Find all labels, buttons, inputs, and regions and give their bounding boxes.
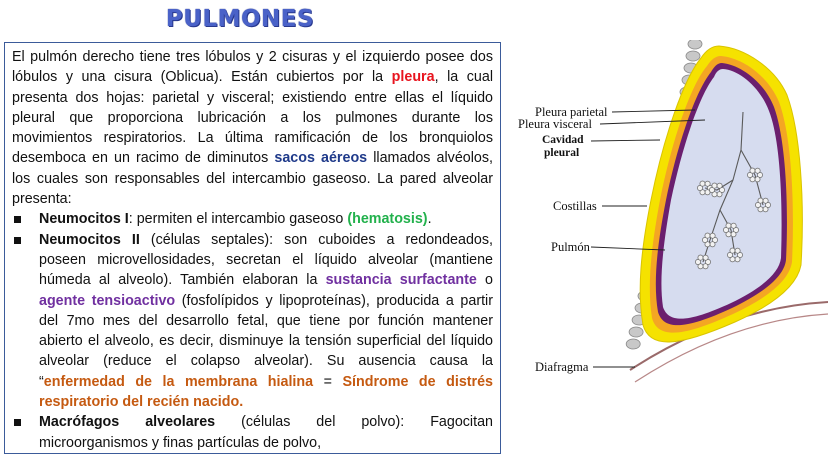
alveolus	[697, 254, 704, 261]
alveolus	[754, 167, 761, 174]
label-pointer-lines	[590, 109, 706, 368]
neumocitos-1-end: .	[427, 211, 432, 228]
alveolus	[730, 231, 737, 238]
distres-respiratorio-term: Síndrome de distrés respiratorio del rec…	[39, 373, 494, 411]
list-item-macrofagos: Macrófagos alveolares (células del polvo…	[12, 412, 493, 453]
alveolus	[702, 254, 709, 261]
alveolus	[734, 247, 741, 254]
alveolus	[709, 232, 716, 239]
content-textbox: El pulmón derecho tiene tres lóbulos y 2…	[4, 42, 501, 454]
neumocitos-1-text: : permiten el intercambio gaseoso	[128, 211, 348, 228]
alveolus	[757, 206, 764, 213]
alveolus	[697, 185, 703, 191]
alveolus	[704, 180, 711, 187]
lung-illustration	[590, 40, 828, 383]
label-cavidad: Cavidad	[542, 134, 584, 146]
alveolus	[727, 252, 733, 258]
alveolus	[704, 241, 711, 248]
alveolus	[762, 197, 769, 204]
label-pulmon: Pulmón	[551, 240, 590, 254]
intro-paragraph: El pulmón derecho tiene tres lóbulos y 2…	[12, 47, 493, 209]
neumocitos-1-term: Neumocitos I	[39, 211, 129, 228]
neumocitos-2-text-1: (células septales): son cuboides a redon…	[39, 231, 493, 289]
label-pleura-visceral: Pleura visceral	[518, 117, 592, 131]
alveolus	[699, 189, 706, 196]
lung-pleura-diagram: Pleura parietal Pleura visceral Cavidad …	[505, 40, 828, 466]
alveolus	[716, 191, 723, 198]
alveolus	[757, 197, 764, 204]
rib	[625, 338, 641, 350]
diaphragm-inner	[634, 313, 828, 383]
alveolus	[702, 263, 709, 270]
alveolus	[709, 187, 715, 193]
alveolus	[747, 172, 753, 178]
alveolus	[699, 180, 706, 187]
rib	[628, 326, 644, 338]
alveolus	[734, 256, 741, 263]
alveolus	[711, 191, 718, 198]
intro-text-2: , la cual presenta dos hojas: parietal y…	[12, 69, 493, 167]
alveolus	[723, 227, 729, 233]
pleura-term: pleura	[391, 69, 435, 86]
alveolus	[749, 167, 756, 174]
list-item-neumocitos-1: Neumocitos I: permiten el intercambio ga…	[12, 209, 493, 229]
alveolus	[711, 182, 718, 189]
alveolus	[749, 176, 756, 183]
alveolus	[729, 256, 736, 263]
label-costillas: Costillas	[553, 199, 597, 213]
alveolus	[702, 237, 708, 243]
hematosis-term: (hematosis)	[347, 211, 428, 228]
alveolus	[716, 182, 723, 189]
label-pleural: pleural	[544, 147, 580, 159]
alveolus	[695, 259, 701, 265]
alveolus	[729, 247, 736, 254]
alveolus	[725, 222, 732, 229]
list-item-neumocitos-2: Neumocitos II (células septales): son cu…	[12, 230, 493, 413]
macrofagos-text: (células del polvo): Fagocitan microorga…	[39, 414, 493, 451]
surfactante-term: sustancia surfactante	[325, 272, 477, 289]
membrana-hialina-term: enfermedad de la membrana hialina	[43, 373, 314, 390]
alveoli-clusters	[695, 167, 771, 270]
alveolus	[754, 176, 761, 183]
rib	[685, 50, 701, 62]
neumocitos-2-term: Neumocitos II	[39, 231, 140, 248]
macrofagos-term: Macrófagos alveolares	[39, 414, 216, 431]
alveolar-cells-list: Neumocitos I: permiten el intercambio ga…	[12, 209, 493, 453]
alveolus	[725, 231, 732, 238]
alveolus	[704, 232, 711, 239]
alveolus	[697, 263, 704, 270]
label-diafragma: Diafragma	[535, 360, 589, 374]
intro-text-3: llamados alvéolos, los cuales son respon…	[12, 150, 493, 208]
neumocitos-2-text-3: (fosfolípidos y lipoproteínas), producid…	[39, 292, 493, 390]
neumocitos-2-text-4: =	[313, 373, 343, 390]
intro-text-1: El pulmón derecho tiene tres lóbulos y 2…	[12, 49, 493, 86]
neumocitos-2-text-2: o	[476, 272, 493, 289]
tensioactivo-term: agente tensioactivo	[39, 292, 176, 309]
sacos-aereos-term: sacos aéreos	[274, 150, 368, 167]
alveolus	[762, 206, 769, 213]
alveolus	[709, 241, 716, 248]
alveolus	[755, 202, 761, 208]
page-title: PULMONES	[165, 6, 315, 32]
rib	[687, 40, 703, 50]
label-pleura-parietal: Pleura parietal	[535, 105, 608, 119]
alveolus	[730, 222, 737, 229]
